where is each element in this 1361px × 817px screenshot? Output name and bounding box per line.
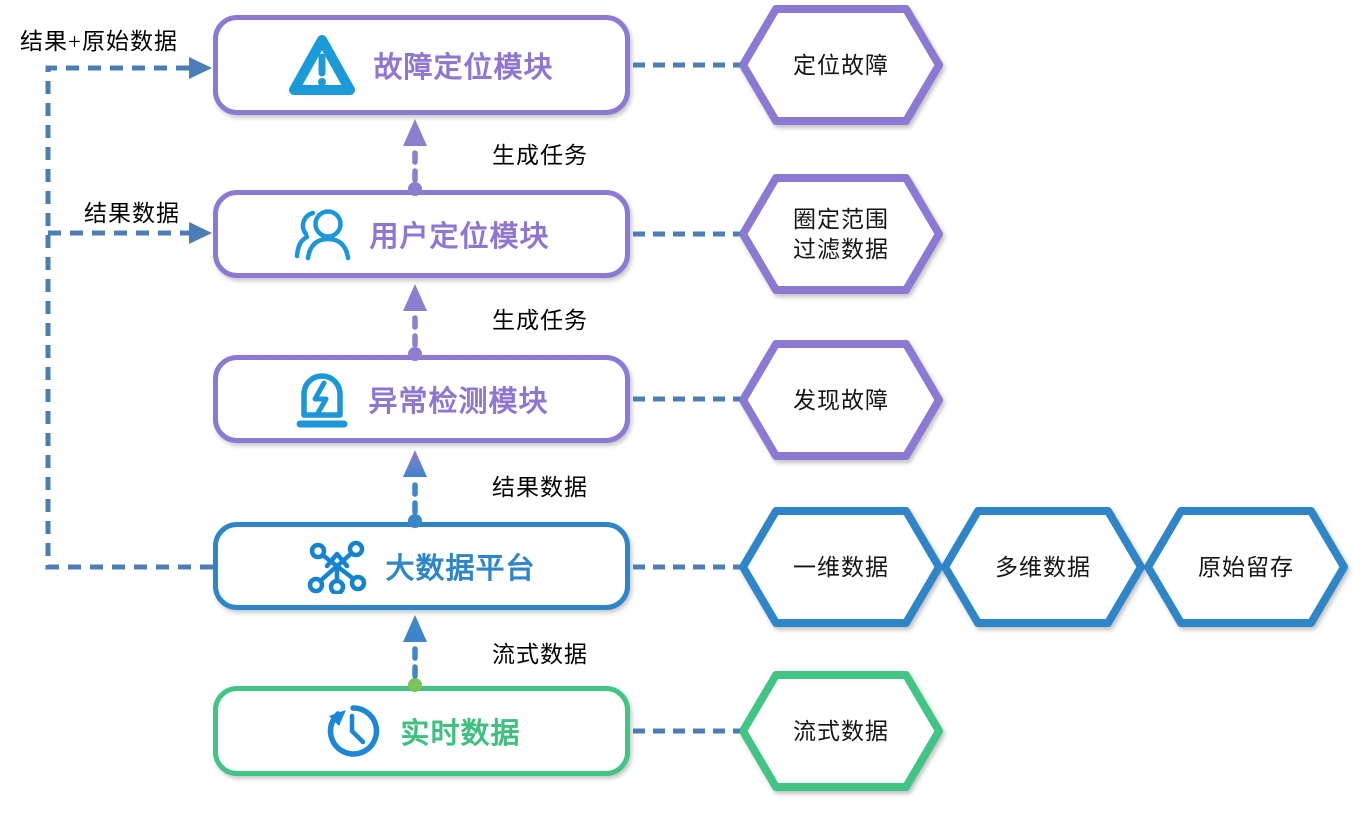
module-big-data-platform: 大数据平台 [213, 522, 630, 610]
edge-label-generate-task-top: 生成任务 [492, 143, 588, 168]
module-anomaly-detection: 异常检测模块 [213, 355, 630, 443]
network-icon [307, 538, 367, 594]
hexagon-label: 流式数据 [793, 718, 889, 744]
arrow-bigdata-to-anomaly [403, 450, 427, 528]
hexagon-label: 多维数据 [995, 554, 1091, 580]
edge-label-generate-task-mid: 生成任务 [492, 308, 588, 333]
arrow-realtime-to-bigdata [403, 615, 427, 692]
hexagon-label: 发现故障 [793, 387, 889, 413]
hexagon-label: 一维数据 [793, 554, 889, 580]
hexagon-raw-retention: 原始留存 [1143, 505, 1349, 629]
hexagon-discover-fault: 发现故障 [738, 338, 944, 462]
edge-label-streaming-data: 流式数据 [492, 642, 588, 667]
module-label: 实时数据 [400, 718, 521, 750]
module-label: 异常检测模块 [368, 386, 549, 418]
hexagon-label: 圈定范围 过滤数据 [793, 206, 889, 262]
arrowhead-into-user-module [189, 222, 212, 244]
module-user-location: 用户定位模块 [213, 190, 630, 278]
users-icon [293, 206, 351, 262]
module-fault-location: 故障定位模块 [213, 15, 630, 115]
arrow-user-to-fault [403, 119, 427, 196]
edge-label-results-data-left: 结果数据 [84, 201, 180, 226]
module-realtime-data: 实时数据 [213, 686, 630, 776]
hexagon-label: 定位故障 [793, 52, 889, 78]
hexagon-1d-data: 一维数据 [738, 505, 944, 629]
hexagon-multi-d-data: 多维数据 [940, 505, 1146, 629]
alarm-icon [294, 370, 350, 428]
module-label: 大数据平台 [385, 553, 536, 585]
module-label: 用户定位模块 [369, 221, 550, 253]
hexagon-streaming-data: 流式数据 [738, 669, 944, 793]
hexagon-scope-filter: 圈定范围 过滤数据 [738, 172, 944, 296]
history-clock-icon [322, 701, 382, 761]
module-label: 故障定位模块 [373, 52, 554, 84]
module-hexagon-links [633, 62, 740, 734]
hexagon-locate-fault: 定位故障 [738, 3, 944, 127]
hexagon-label: 原始留存 [1198, 554, 1294, 580]
edge-label-results-plus-raw: 结果+原始数据 [20, 29, 178, 54]
arrowhead-into-fault-module [189, 57, 212, 79]
warning-triangle-icon [289, 35, 356, 95]
edge-label-results-data: 结果数据 [492, 475, 588, 500]
left-feedback-route [45, 57, 213, 570]
arrow-anomaly-to-user [403, 284, 427, 361]
